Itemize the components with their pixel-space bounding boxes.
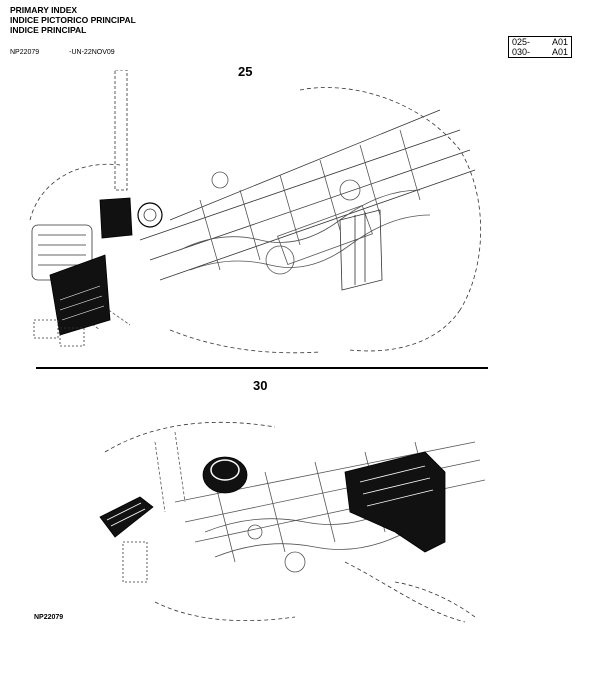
section-number-30: 30 [253, 378, 268, 393]
section-number-25: 25 [238, 64, 253, 79]
title-spanish: INDICE PRINCIPAL [10, 25, 87, 35]
page-ref-row[interactable]: 030- A01 [512, 47, 568, 57]
title-portuguese: INDICE PICTORICO PRINCIPAL [10, 15, 136, 25]
page-header: PRIMARY INDEX INDICE PICTORICO PRINCIPAL… [10, 5, 136, 35]
tractor-drawing-section-25[interactable] [20, 70, 490, 360]
footer-reference-code: NP22079 [34, 614, 64, 621]
reference-code: NP22079 [10, 49, 40, 56]
cropped-top-header [430, 0, 600, 2]
page-ref-row[interactable]: 025- A01 [512, 37, 568, 47]
reference-line: NP22079 -UN-22NOV09 [10, 49, 143, 56]
section-divider [36, 367, 488, 369]
tractor-drawing-section-30[interactable] [95, 412, 490, 627]
reference-revision: -UN-22NOV09 [69, 49, 115, 56]
title-english: PRIMARY INDEX [10, 5, 78, 15]
page-reference-box: 025- A01 030- A01 [508, 36, 572, 58]
